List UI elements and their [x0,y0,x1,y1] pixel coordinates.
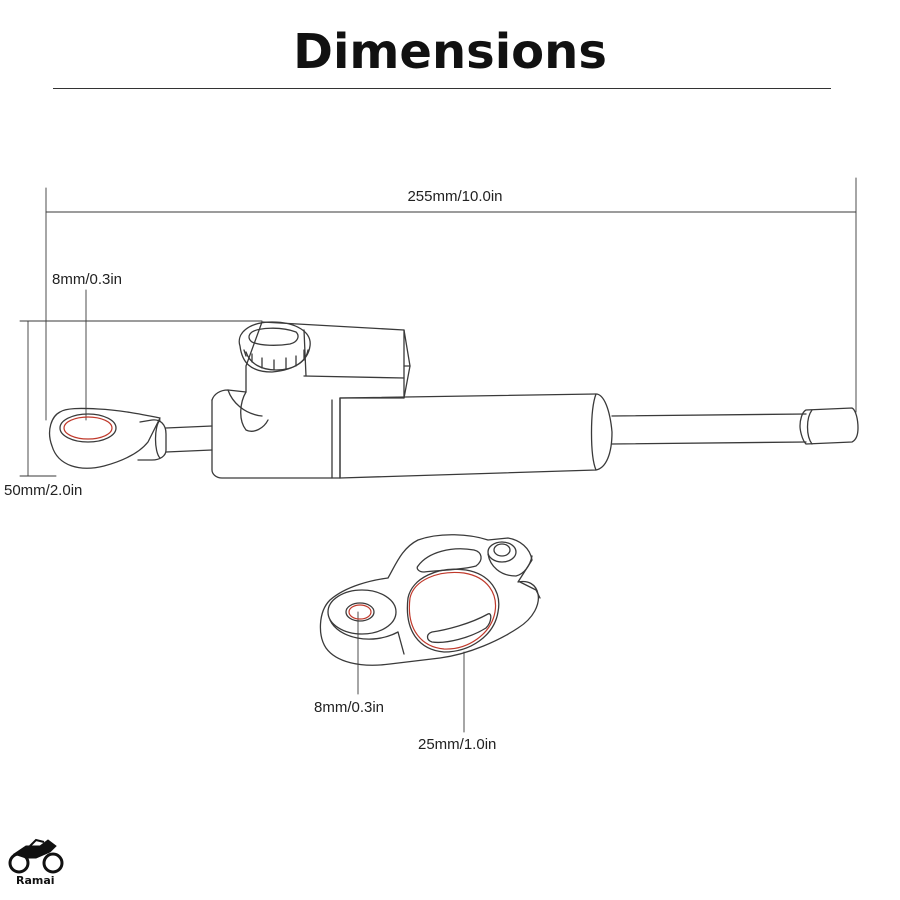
steering-damper [48,321,859,479]
title-divider [53,88,831,89]
clamp-tube-hole-label: 25mm/1.0in [418,736,496,753]
clamp-tube-hole-highlight [408,571,497,650]
brand-name: Ramai [16,874,55,887]
clamp-bolt-hole-highlight [348,604,372,620]
eye-hole-label: 8mm/0.3in [52,271,122,288]
length-dimension [45,177,857,421]
length-label: 255mm/10.0in [407,188,502,205]
clamp-bolt-hole-label: 8mm/0.3in [314,699,384,716]
page-title: Dimensions [293,24,607,80]
eye-hole-highlight [63,416,113,440]
mounting-clamp [319,534,541,666]
motorcycle-icon [8,838,64,874]
height-dimension [19,320,263,477]
height-label: 50mm/2.0in [4,482,82,499]
